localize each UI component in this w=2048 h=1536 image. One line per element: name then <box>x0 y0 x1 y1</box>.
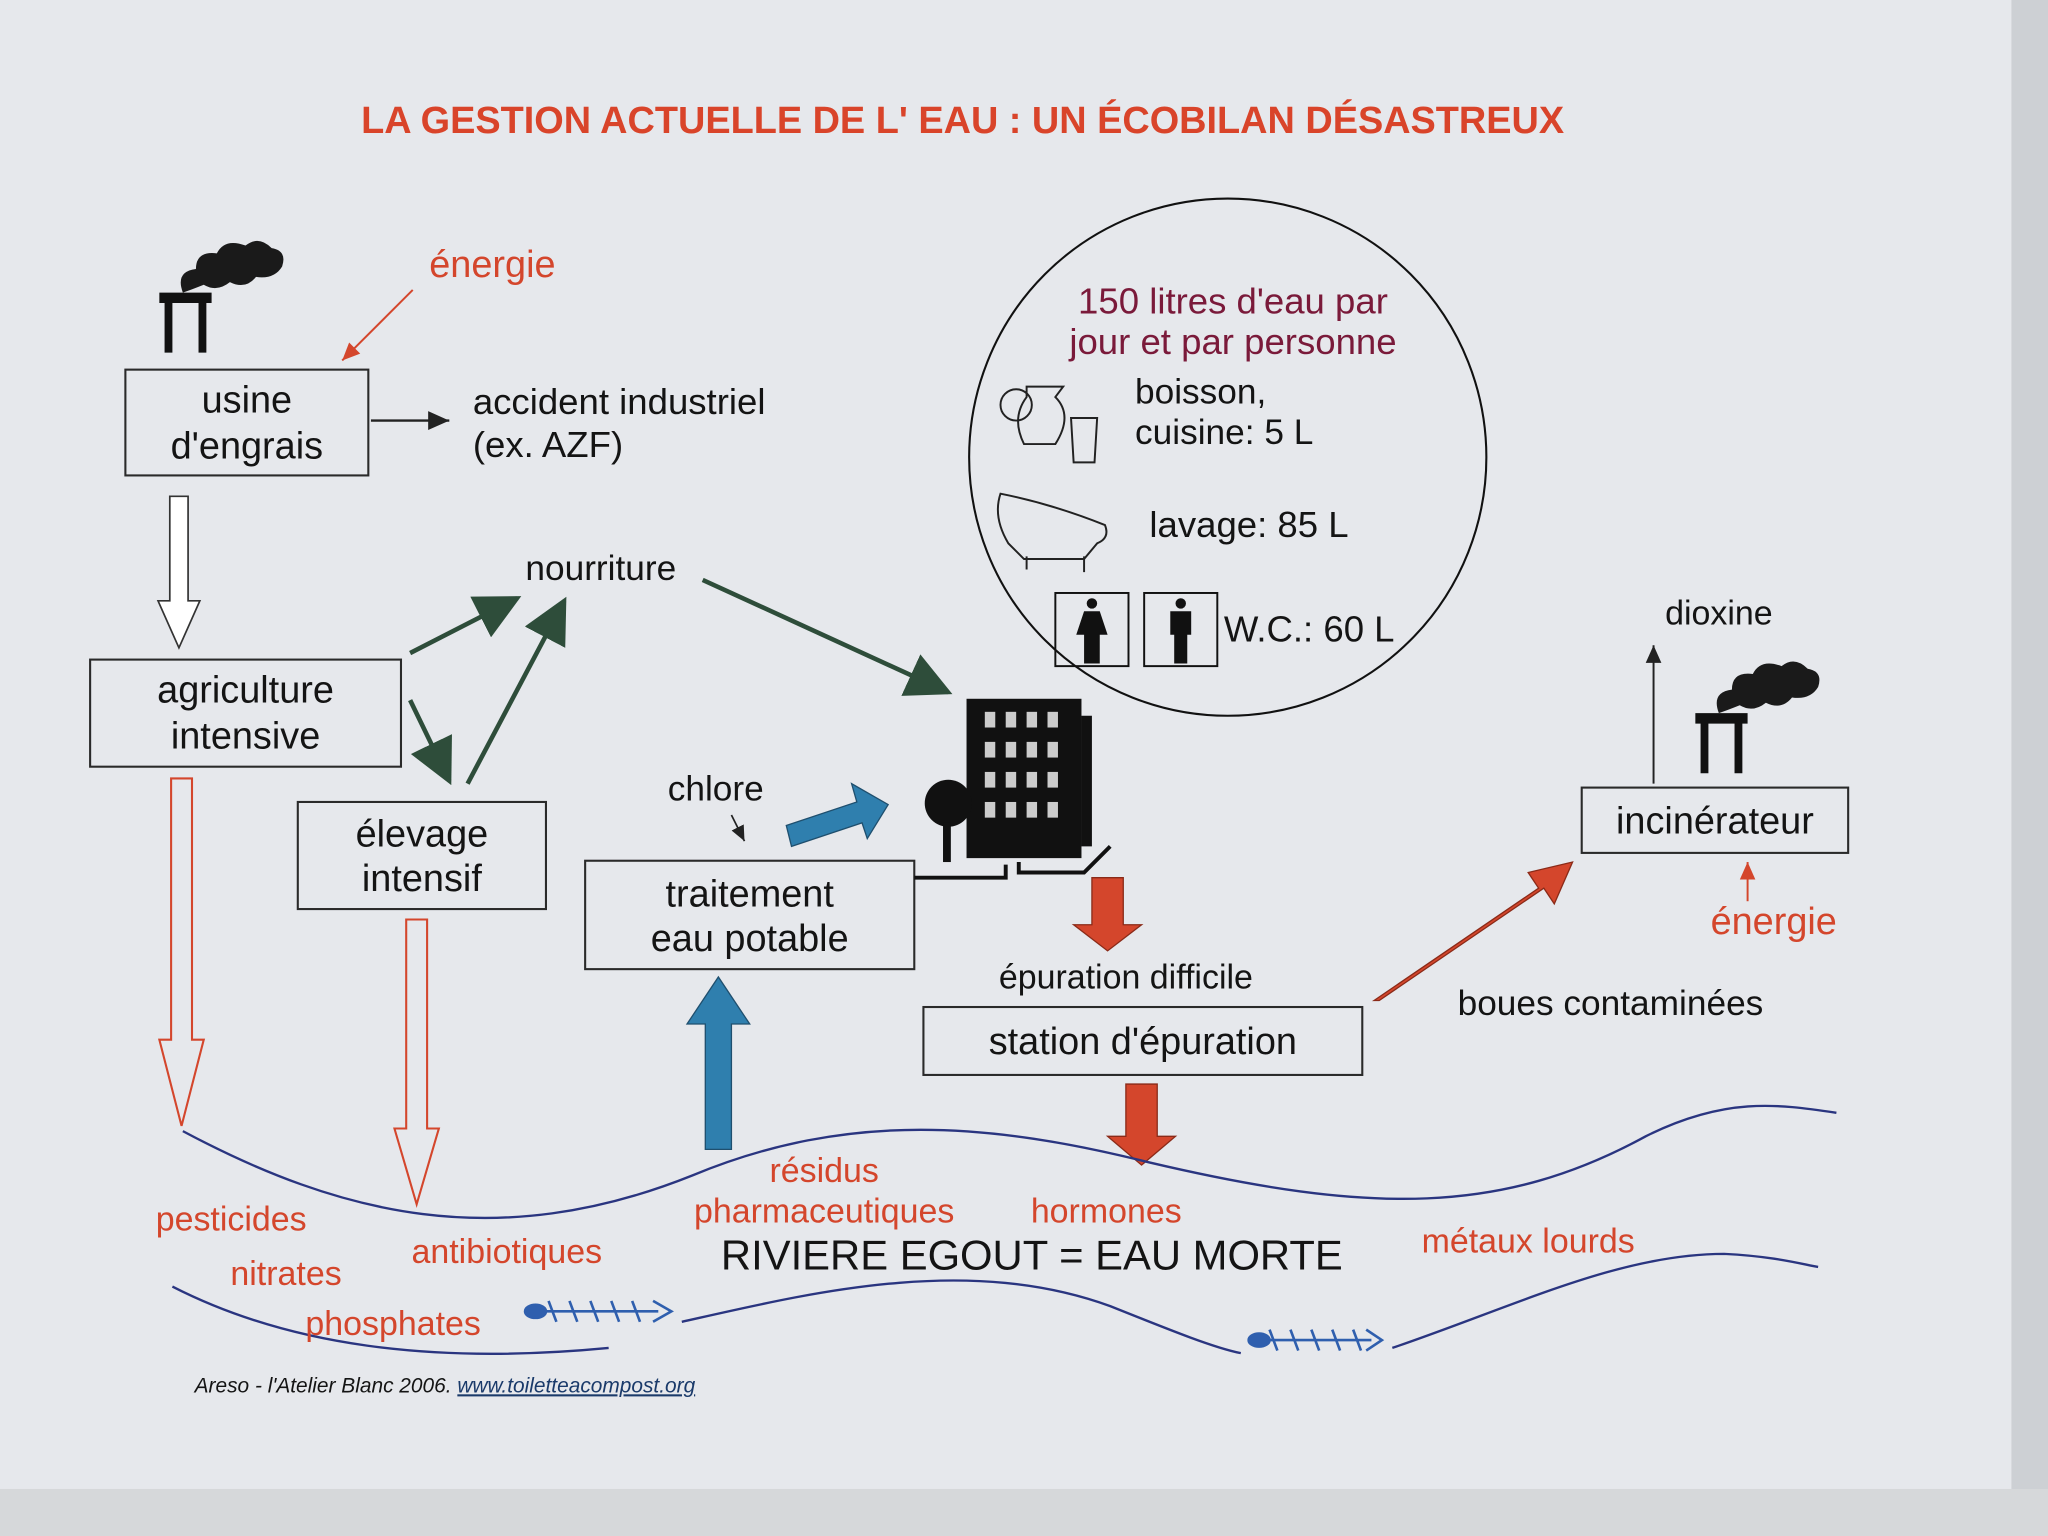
station-label: station d'épuration <box>989 1021 1297 1063</box>
epuration-difficile-label: épuration difficile <box>999 959 1253 997</box>
station-box <box>922 1005 1364 1076</box>
incinerateur-box <box>1580 786 1850 854</box>
pollutant-label: résidus <box>769 1152 878 1190</box>
usine-label: d'engrais <box>171 425 323 467</box>
agriculture-box <box>89 658 403 768</box>
traitement-label: eau potable <box>651 918 849 960</box>
fish-skeleton-icon <box>523 1299 674 1323</box>
pollutant-label: métaux lourds <box>1422 1223 1635 1261</box>
pollutant-label: antibiotiques <box>411 1233 602 1271</box>
dioxine-label: dioxine <box>1665 594 1773 632</box>
bathtub-icon <box>996 492 1108 573</box>
elevage-label: élevage <box>356 813 489 855</box>
pollutant-label: phosphates <box>305 1305 480 1343</box>
consumption-item-label: cuisine: 5 L <box>1135 413 1313 452</box>
consumption-item-label: lavage: 85 L <box>1149 504 1348 545</box>
accident-label: (ex. AZF) <box>473 424 623 465</box>
pitcher-glass-icon <box>999 385 1099 464</box>
incinerateur-label: incinérateur <box>1616 800 1814 842</box>
energie-label: énergie <box>429 244 555 286</box>
energie-right-label: énergie <box>1711 901 1837 943</box>
nourriture-label: nourriture <box>525 549 676 588</box>
accident-label: accident industriel <box>473 381 766 422</box>
consumption-heading: jour et par personne <box>1068 321 1396 362</box>
agriculture-label: agriculture <box>157 670 334 712</box>
elevage-box <box>296 800 548 911</box>
footer-credit: Areso - l'Atelier Blanc 2006. www.toilet… <box>193 1374 696 1397</box>
river <box>171 1104 1837 1355</box>
consumption-heading: 150 litres d'eau par <box>1078 280 1388 321</box>
traitement-label: traitement <box>666 873 835 915</box>
pollutant-label: pesticides <box>156 1200 307 1238</box>
usine-label: usine <box>202 380 293 422</box>
usine-box <box>124 368 370 477</box>
fish-skeleton-icon <box>1247 1328 1385 1352</box>
traitement-box <box>584 859 916 971</box>
elevage-label: intensif <box>362 858 482 900</box>
river-label: RIVIERE EGOUT = EAU MORTE <box>721 1232 1343 1279</box>
poster-title: LA GESTION ACTUELLE DE L' EAU : UN ÉCOBI… <box>361 98 1564 142</box>
pollutant-label: nitrates <box>230 1255 341 1293</box>
chlore-label: chlore <box>668 770 764 809</box>
consumption-item-label: boisson, <box>1135 373 1266 412</box>
boues-label: boues contaminées <box>1458 984 1764 1023</box>
building-icon <box>914 698 1112 880</box>
pollutant-label: pharmaceutiques <box>694 1193 954 1231</box>
pollutant-label: hormones <box>1031 1193 1182 1231</box>
footer-link[interactable]: www.toiletteacompost.org <box>457 1374 695 1397</box>
consumption-item-label: W.C.: 60 L <box>1224 608 1395 649</box>
consumption-circle: 150 litres d'eau par jour et par personn… <box>968 197 1488 717</box>
agriculture-label: intensive <box>171 715 320 757</box>
